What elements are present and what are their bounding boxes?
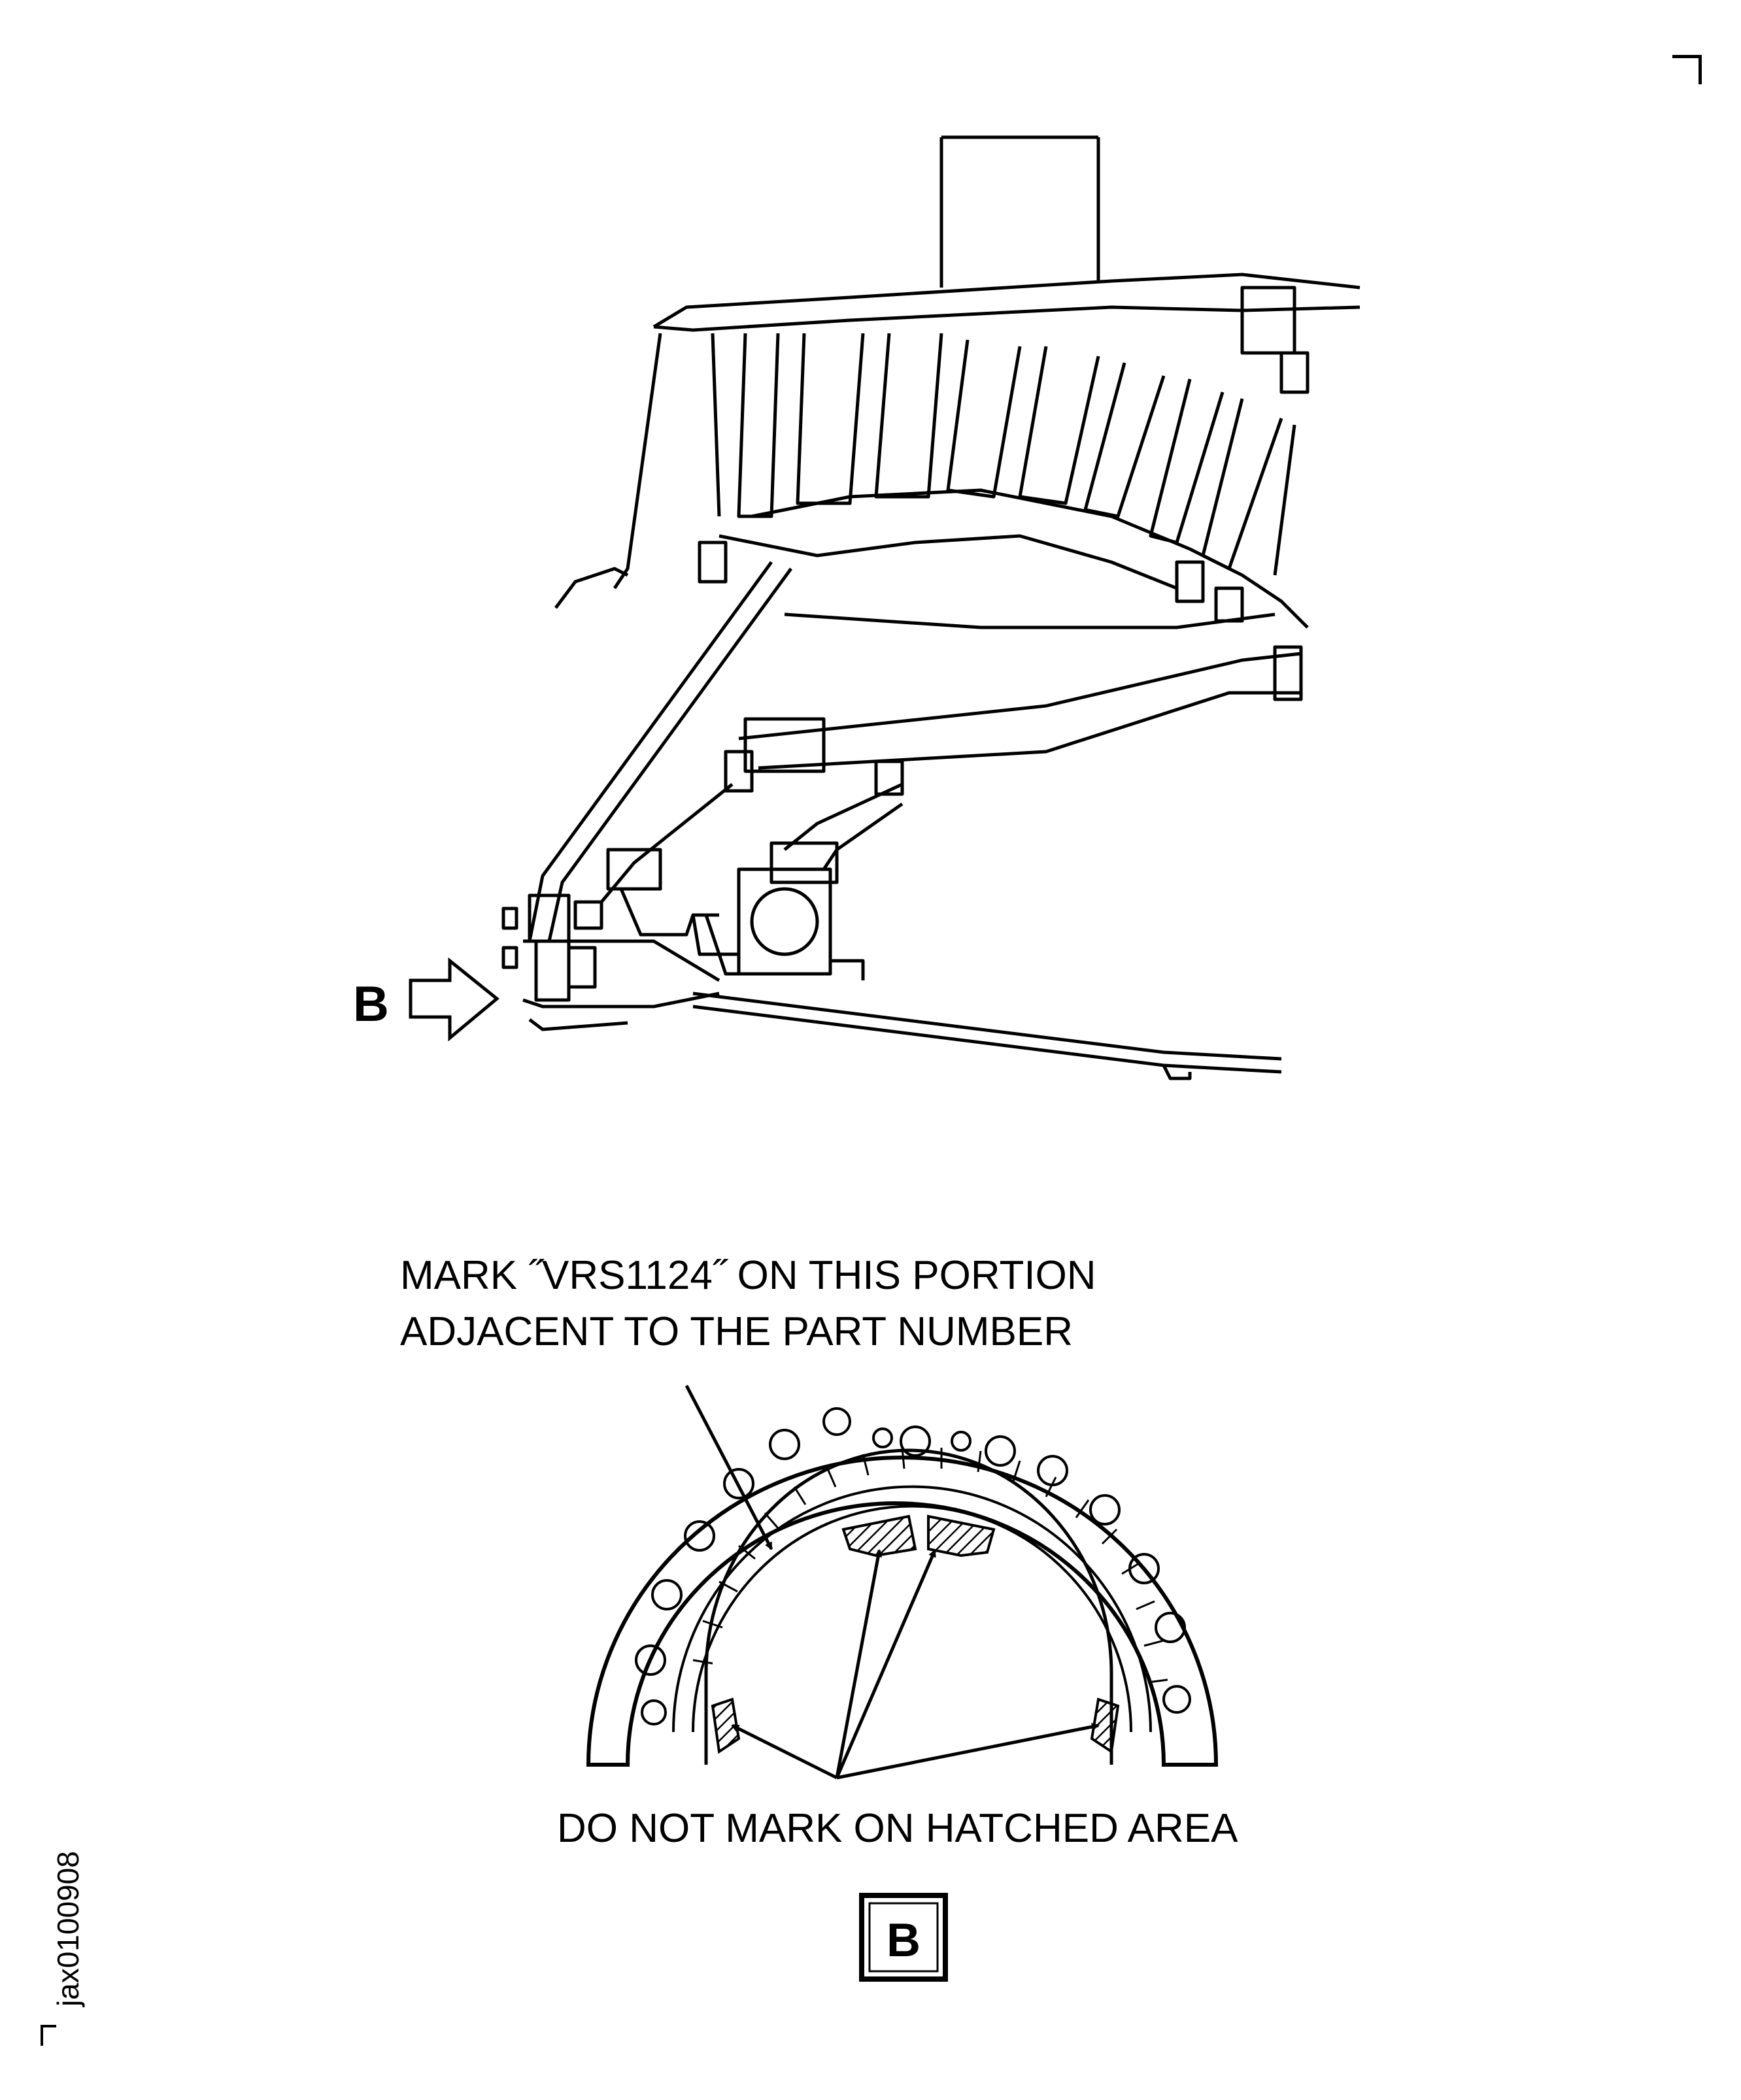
engine-cross-section: [501, 135, 1361, 1080]
top-right-corner-mark: [1672, 55, 1702, 84]
bottom-left-corner-mark: [41, 2025, 56, 2046]
hatched-areas: [711, 1514, 1120, 1754]
figure-id: jax0100908: [51, 1851, 85, 2008]
serration-ticks: [692, 1447, 1168, 1684]
detail-b-ring: [586, 1384, 1219, 1780]
view-arrow-b: B: [353, 957, 499, 1042]
detail-b-label-box: B: [859, 1893, 948, 1982]
view-label: B: [353, 976, 389, 1032]
detail-box-label: B: [887, 1914, 921, 1967]
callout-hatched: DO NOT MARK ON HATCHED AREA: [557, 1806, 1238, 1851]
callout-mark-line1: MARK ˝VRS1124˝ ON THIS PORTION: [400, 1253, 1096, 1298]
bolt-holes: [635, 1407, 1191, 1725]
callout-mark-line2: ADJACENT TO THE PART NUMBER: [400, 1309, 1073, 1354]
view-arrow-icon: [409, 957, 499, 1042]
leader-lines: [685, 1384, 1100, 1780]
